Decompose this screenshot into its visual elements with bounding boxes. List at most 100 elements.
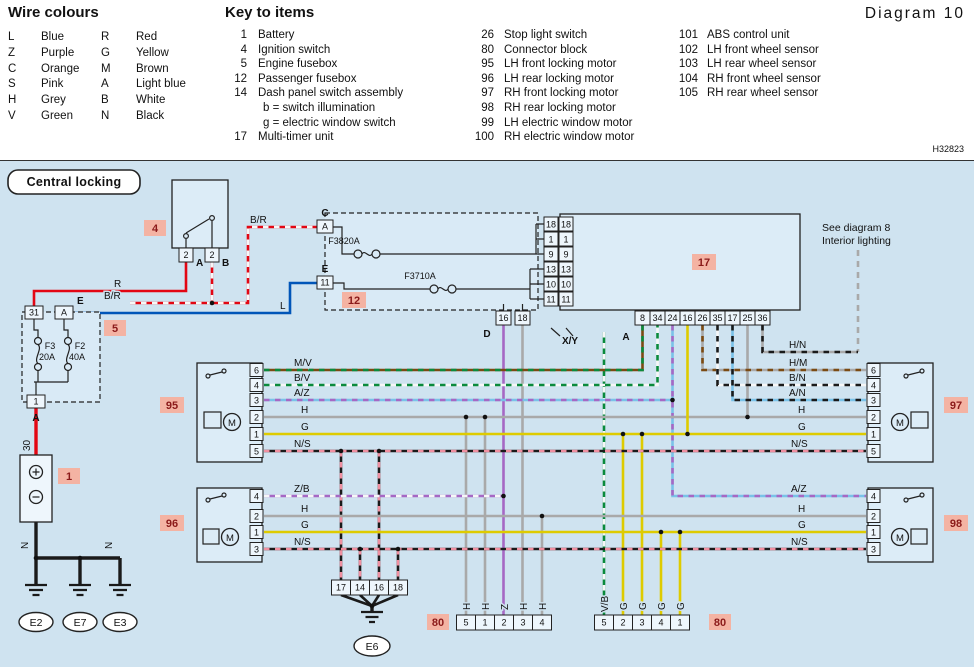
wire-label-g: G (798, 520, 806, 531)
switch-arm-icon (907, 371, 921, 376)
ground-connector-block: 17 14 16 18 E6 (331, 579, 408, 657)
component-badge (692, 254, 716, 270)
key-label: LH front wheel sensor (707, 43, 819, 56)
connector-xy-label: X/Y (562, 336, 578, 347)
ground-label-oval (62, 611, 98, 633)
battery-box (19, 454, 53, 523)
motor-block-icon (910, 411, 929, 429)
component-motor-95: M 6 4 3 2 1 5 95 (160, 362, 264, 463)
key-num: 26 (481, 29, 494, 41)
key-num: 99 (481, 116, 494, 129)
wire-code: C (8, 62, 17, 75)
terminal-box (249, 427, 264, 441)
motor-letter: M (228, 418, 236, 429)
wire-label-ns: N/S (294, 439, 311, 450)
junction-dot (463, 414, 469, 420)
terminal-number: 4 (871, 381, 876, 391)
terminal-number: 4 (254, 492, 259, 502)
wire-hm-stripe (701, 325, 866, 372)
component-badge-number: 80 (714, 617, 726, 629)
terminal-number: 13 (561, 265, 571, 275)
terminal-box (558, 261, 574, 277)
section-label: Central locking (7, 169, 141, 195)
terminal-number: 35 (712, 313, 722, 323)
terminal-box (558, 276, 574, 292)
junction-dot (376, 448, 382, 454)
terminal-number: 2 (254, 512, 259, 522)
wire-name: Grey (41, 94, 66, 107)
battery-positive-icon (28, 464, 44, 480)
terminal-number: 2 (183, 250, 188, 260)
wire-code: Z (8, 46, 16, 59)
terminal-number: 17 (336, 583, 346, 593)
terminal-box (866, 444, 881, 458)
terminal-box (249, 444, 264, 458)
terminal-number: 1 (254, 430, 259, 440)
terminal-number: 1 (677, 618, 682, 628)
wire-bv-stripe (264, 325, 659, 387)
wire-labels: R B/R B/R L M/V B/V A/Z H G N/S Z/B H G … (103, 214, 810, 614)
terminal-number: 6 (871, 366, 876, 376)
wire-code: S (8, 78, 16, 91)
ground-label: E7 (74, 617, 87, 629)
key-num: 100 (474, 131, 494, 144)
terminal-box (866, 363, 881, 377)
component-battery: 1 30 N N (19, 438, 117, 551)
component-badge (144, 220, 166, 236)
terminal-box (866, 378, 881, 392)
key-label: Engine fusebox (258, 58, 338, 71)
page-title: Diagram 10 (864, 5, 965, 22)
switch-contact-icon (209, 214, 216, 221)
fuse-element-icon (65, 344, 71, 364)
terminal-box (558, 231, 574, 247)
switch-arm-icon (907, 495, 921, 500)
terminal-box (558, 291, 574, 307)
ground-symbol-icon (25, 583, 47, 597)
component-badge-number: 80 (432, 617, 444, 629)
key-label: RH front wheel sensor (707, 72, 821, 85)
component-badge (160, 515, 184, 531)
junction-dot (745, 414, 750, 420)
wire-label-vertical: H (519, 603, 530, 610)
switch-contact-icon (919, 368, 925, 374)
terminal-box (316, 219, 334, 234)
wire-r (32, 262, 188, 306)
ground-symbol-icon (361, 610, 383, 624)
junction-dot (658, 529, 664, 535)
switch-contact-icon (205, 373, 211, 379)
terminal-number: 1 (871, 528, 876, 538)
component-badge-number: 17 (698, 257, 710, 269)
key-label: Passenger fusebox (258, 72, 357, 85)
component-badge-number: 97 (950, 400, 962, 412)
wire-code: V (8, 109, 16, 122)
motor-block-icon (203, 411, 222, 429)
terminal-number: 16 (682, 313, 692, 323)
wiring-diagram-svg: Central locking See diagram 8 Interior l… (0, 160, 974, 667)
wire-label-g: G (301, 422, 309, 433)
terminal-number: 4 (254, 381, 259, 391)
wire-label-r: R (114, 279, 121, 290)
junction-dot (77, 555, 83, 561)
ground-symbol-icon (69, 583, 91, 597)
key-label: Connector block (504, 43, 588, 56)
terminal-number: 5 (871, 447, 876, 457)
terminal-number: 5 (463, 618, 468, 628)
component-motor-97: M 6 4 3 2 1 5 97 (866, 362, 968, 463)
engine-fusebox-box (21, 311, 101, 403)
component-passenger-fusebox: F3820A F3710A A C 11 E 16 18 D 12 (316, 208, 544, 340)
wire-name: White (136, 94, 166, 107)
reference-code: H32823 (932, 144, 964, 154)
